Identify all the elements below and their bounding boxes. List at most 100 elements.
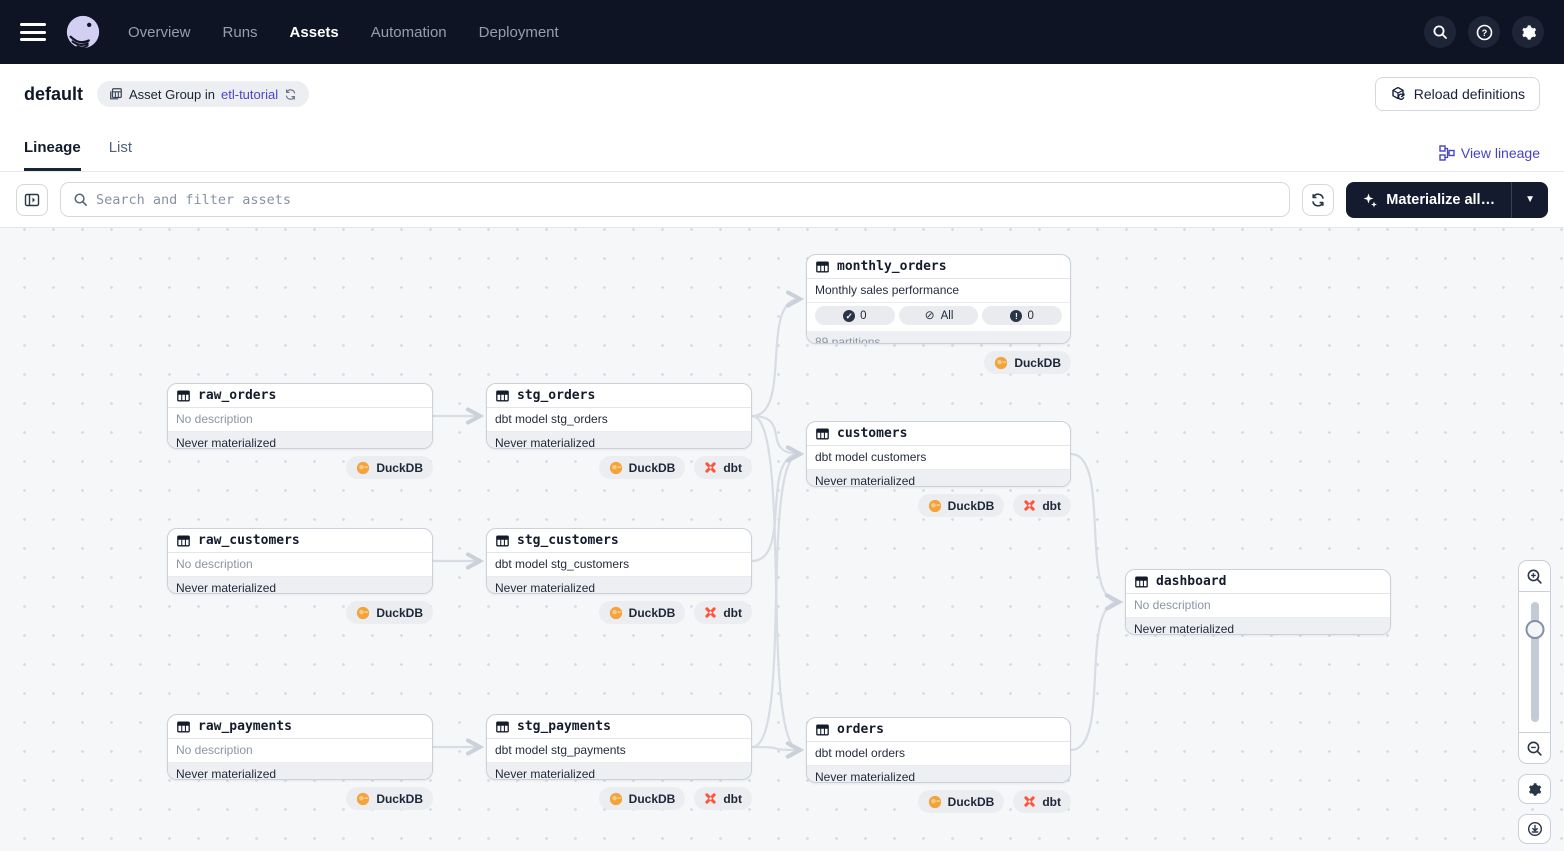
- topnav-actions: ?: [1424, 16, 1544, 48]
- tab-list[interactable]: List: [108, 139, 133, 156]
- edge-customers-to-dashboard: [1070, 452, 1124, 611]
- asset-name[interactable]: customers: [807, 422, 1070, 446]
- asset-status: Never materialized: [487, 577, 751, 593]
- tag-dbt[interactable]: dbt: [694, 601, 752, 624]
- reload-definitions-label: Reload definitions: [1413, 86, 1525, 102]
- tag-duckdb[interactable]: DuckDB: [598, 456, 686, 479]
- top-navigation-bar: Overview Runs Assets Automation Deployment ?: [0, 0, 1564, 64]
- tag-duckdb[interactable]: DuckDB: [346, 456, 433, 479]
- refresh-icon[interactable]: [1302, 183, 1335, 216]
- duckdb-icon: [357, 461, 370, 474]
- dbt-icon: [1024, 500, 1035, 511]
- asset-name[interactable]: stg_payments: [487, 715, 751, 739]
- asset-name[interactable]: stg_customers: [487, 529, 751, 553]
- duckdb-icon: [928, 499, 941, 512]
- view-lineage-link[interactable]: View lineage: [1439, 145, 1540, 171]
- zoom-slider-thumb[interactable]: [1525, 620, 1544, 639]
- asset-name[interactable]: dashboard: [1126, 570, 1390, 594]
- lineage-toolbar: Materialize all… ▼: [0, 172, 1564, 228]
- materialize-dropdown-caret[interactable]: ▼: [1511, 181, 1548, 218]
- asset-tags-row: DuckDB: [167, 456, 433, 479]
- asset-tags-row: DuckDB: [806, 351, 1071, 374]
- table-icon: [496, 535, 509, 546]
- help-icon[interactable]: ?: [1468, 16, 1500, 48]
- menu-icon[interactable]: [20, 23, 46, 41]
- sparkle-icon: [1363, 193, 1378, 207]
- edge-stg_orders-to-monthly_orders: [751, 290, 805, 418]
- zoom-out-icon[interactable]: [1519, 733, 1550, 763]
- nav-item-assets[interactable]: Assets: [289, 23, 339, 41]
- code-location-link[interactable]: etl-tutorial: [221, 86, 279, 102]
- asset-tags-row: DuckDB dbt: [806, 790, 1071, 813]
- tag-duckdb[interactable]: DuckDB: [917, 790, 1005, 813]
- asset-tags-row: DuckDB dbt: [486, 456, 752, 479]
- asset-status: Never materialized: [1126, 618, 1390, 634]
- tag-dbt[interactable]: dbt: [1013, 790, 1071, 813]
- materialize-all-button[interactable]: Materialize all…: [1346, 182, 1511, 218]
- tag-duckdb[interactable]: DuckDB: [984, 351, 1071, 374]
- asset-tags-row: DuckDB dbt: [486, 601, 752, 624]
- asset-name[interactable]: raw_customers: [168, 529, 432, 553]
- table-icon: [496, 721, 509, 732]
- graph-zoom-controls: [1518, 560, 1551, 844]
- duckdb-icon: [357, 606, 370, 619]
- tag-duckdb[interactable]: DuckDB: [598, 601, 686, 624]
- zoom-slider[interactable]: [1519, 592, 1550, 732]
- search-icon[interactable]: [1424, 16, 1456, 48]
- table-icon: [177, 535, 190, 546]
- partitions-missing-badge[interactable]: ⊘All: [898, 306, 979, 325]
- tag-duckdb[interactable]: DuckDB: [598, 787, 686, 810]
- asset-description: No description: [168, 553, 432, 577]
- tag-dbt[interactable]: dbt: [694, 456, 752, 479]
- asset-status: Never materialized: [168, 763, 432, 779]
- reload-definitions-button[interactable]: Reload definitions: [1374, 77, 1540, 111]
- nav-item-automation[interactable]: Automation: [370, 23, 447, 41]
- tab-lineage[interactable]: Lineage: [24, 139, 81, 171]
- tag-duckdb[interactable]: DuckDB: [917, 494, 1005, 517]
- graph-settings-gear-icon[interactable]: [1518, 774, 1551, 804]
- table-icon: [816, 724, 829, 735]
- asset-name[interactable]: raw_orders: [168, 384, 432, 408]
- tabs-row: Lineage List View lineage: [0, 124, 1564, 172]
- asset-name[interactable]: monthly_orders: [807, 255, 1070, 279]
- duckdb-icon: [928, 795, 941, 808]
- asset-description: No description: [1126, 594, 1390, 618]
- partitions-success-badge[interactable]: ✓0: [815, 306, 895, 325]
- download-image-icon[interactable]: [1518, 814, 1551, 844]
- tag-dbt[interactable]: dbt: [694, 787, 752, 810]
- partitions-failed-badge[interactable]: !0: [982, 306, 1063, 325]
- reload-location-icon[interactable]: [284, 88, 297, 101]
- duckdb-icon: [609, 461, 622, 474]
- asset-name[interactable]: orders: [807, 718, 1070, 742]
- view-lineage-label: View lineage: [1460, 145, 1540, 161]
- settings-gear-icon[interactable]: [1512, 16, 1544, 48]
- expand-panel-icon[interactable]: [16, 183, 48, 216]
- nav-item-overview[interactable]: Overview: [128, 23, 191, 41]
- asset-name[interactable]: raw_payments: [168, 715, 432, 739]
- asset-status: Never materialized: [487, 432, 751, 448]
- tag-duckdb[interactable]: DuckDB: [346, 601, 433, 624]
- primary-nav: Overview Runs Assets Automation Deployment: [128, 24, 559, 41]
- zoom-slider-track[interactable]: [1530, 602, 1539, 722]
- search-assets-input[interactable]: [96, 191, 1278, 208]
- tag-duckdb[interactable]: DuckDB: [346, 787, 433, 810]
- dagster-logo[interactable]: [64, 13, 102, 51]
- asset-name[interactable]: stg_orders: [487, 384, 751, 408]
- tag-dbt[interactable]: dbt: [1013, 494, 1071, 517]
- nav-item-runs[interactable]: Runs: [222, 23, 258, 41]
- zoom-in-icon[interactable]: [1519, 561, 1550, 591]
- nav-item-deployment[interactable]: Deployment: [478, 23, 559, 41]
- asset-status: Never materialized: [487, 763, 751, 779]
- asset-tags-row: DuckDB dbt: [806, 494, 1071, 517]
